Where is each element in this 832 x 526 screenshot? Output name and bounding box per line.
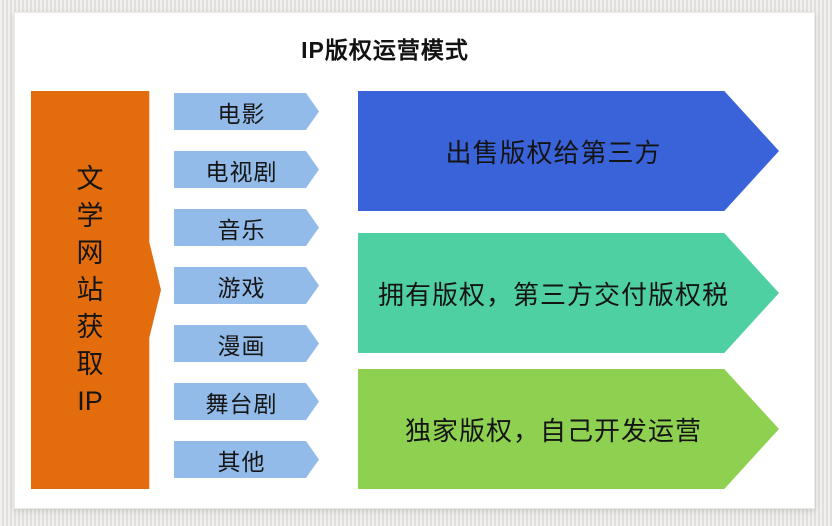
- channel-arrow-movie: 电影: [174, 93, 319, 130]
- channel-label: 游戏: [217, 274, 266, 301]
- source-label-char: 文: [76, 163, 104, 194]
- source-label-char: 学: [76, 200, 104, 231]
- outcome-arrow-exclusive-self-develop: 独家版权，自己开发运营: [358, 369, 779, 489]
- channel-arrow-game: 游戏: [174, 267, 319, 304]
- source-arrow-literature-site: 文 学 网 站 获 取 IP: [31, 91, 161, 489]
- diagram-title: IP版权运营模式: [301, 37, 469, 63]
- source-label-char: 网: [76, 237, 104, 268]
- channel-arrow-tv-drama: 电视剧: [174, 151, 319, 188]
- source-label-char: 站: [76, 274, 104, 305]
- channel-arrow-other: 其他: [174, 441, 319, 478]
- channel-label: 电影: [217, 100, 266, 127]
- outcome-label: 拥有版权，第三方交付版权税: [377, 279, 729, 310]
- channel-arrow-music: 音乐: [174, 209, 319, 246]
- channel-arrow-comic: 漫画: [174, 325, 319, 362]
- diagram-panel: IP版权运营模式 文 学 网 站 获 取 IP 电影 电视剧 音乐 游戏 漫画: [14, 12, 815, 509]
- channel-arrow-stage-play: 舞台剧: [174, 383, 319, 420]
- outcome-label: 出售版权给第三方: [445, 137, 662, 168]
- channel-label: 其他: [217, 448, 266, 475]
- outcome-arrow-sell-copyright: 出售版权给第三方: [358, 91, 779, 211]
- source-label-char: 取: [76, 348, 104, 379]
- channel-label: 电视剧: [205, 158, 278, 185]
- outcome-label: 独家版权，自己开发运营: [404, 415, 702, 446]
- channel-label: 舞台剧: [205, 390, 278, 417]
- outcome-arrow-own-copyright-royalties: 拥有版权，第三方交付版权税: [358, 233, 779, 353]
- source-label-char: IP: [77, 385, 103, 416]
- source-label: 文 学 网 站 获 取 IP: [77, 161, 104, 420]
- channel-label: 音乐: [217, 216, 266, 243]
- channel-label: 漫画: [217, 332, 266, 359]
- source-label-char: 获: [76, 311, 104, 342]
